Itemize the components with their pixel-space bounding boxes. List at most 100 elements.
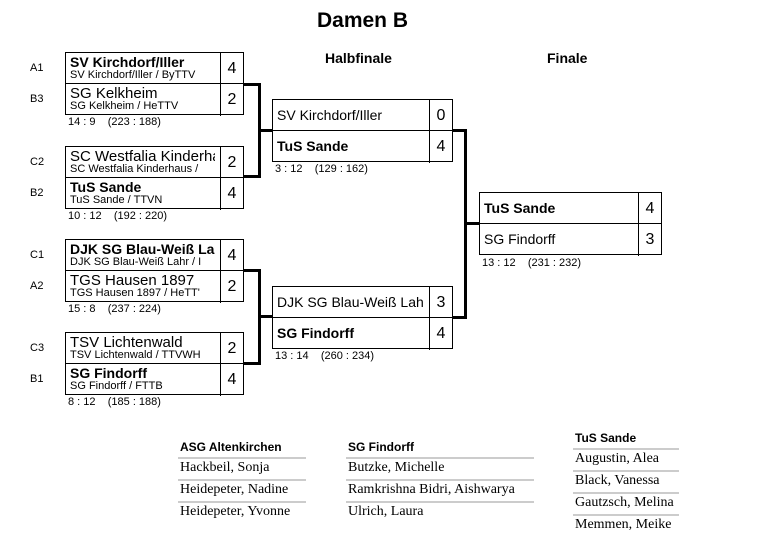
roster-player: Augustin, Alea bbox=[573, 450, 679, 472]
team-score: 3 bbox=[638, 224, 661, 256]
team-name: TSV Lichtenwald bbox=[70, 334, 183, 351]
team-name: DJK SG Blau-Weiß Lahr bbox=[277, 294, 424, 310]
team-score: 2 bbox=[220, 333, 243, 363]
team-association: TuS Sande / TTVN bbox=[70, 194, 163, 206]
team-association: SC Westfalia Kinderhaus / bbox=[70, 163, 199, 175]
team-row[interactable]: SG Findorff 3 bbox=[480, 224, 661, 256]
roster-team-name: TuS Sande bbox=[573, 431, 679, 450]
match-stats: 13 : 14 (260 : 234) bbox=[275, 350, 375, 362]
seed-label: B1 bbox=[30, 373, 44, 385]
connector bbox=[452, 316, 467, 319]
match-stats: 15 : 8 (237 : 224) bbox=[68, 303, 161, 315]
seed-label: C2 bbox=[30, 156, 45, 168]
team-name: DJK SG Blau-Weiß Lahr bbox=[70, 241, 215, 257]
page-title: Damen B bbox=[316, 9, 409, 32]
team-name: TuS Sande bbox=[484, 200, 556, 216]
team-score: 4 bbox=[220, 178, 243, 210]
team-row[interactable]: TuS Sande 4 bbox=[273, 131, 452, 163]
roster-player: Heidepeter, Yvonne bbox=[180, 504, 291, 519]
team-name: SG Findorff bbox=[277, 325, 354, 341]
team-name: TGS Hausen 1897 bbox=[70, 272, 195, 289]
team-name: SG Findorff bbox=[484, 231, 556, 247]
team-association: SV Kirchdorf/Iller / ByTTV bbox=[70, 69, 196, 81]
seed-label: A2 bbox=[30, 280, 44, 292]
roster-player: Butzke, Michelle bbox=[346, 459, 534, 481]
match-box: DJK SG Blau-Weiß Lahr 3 SG Findorff 4 bbox=[272, 286, 453, 350]
team-score: 2 bbox=[220, 147, 243, 177]
team-score: 3 bbox=[429, 287, 452, 317]
roster-player: Black, Vanessa bbox=[573, 472, 679, 494]
roster-player: Ulrich, Laura bbox=[348, 504, 424, 519]
match-box: SC Westfalia KinderhausSC Westfalia Kind… bbox=[65, 146, 244, 210]
seed-label: A1 bbox=[30, 62, 44, 74]
round-header-final: Finale bbox=[547, 50, 588, 66]
connector bbox=[258, 315, 272, 318]
roster-player: Memmen, Meike bbox=[575, 517, 672, 532]
team-association: SG Findorff / FTTB bbox=[70, 380, 163, 392]
roster-player: Gautzsch, Melina bbox=[573, 494, 679, 516]
team-score: 0 bbox=[429, 100, 452, 130]
team-row[interactable]: SG Findorff 4 bbox=[273, 318, 452, 350]
match-stats: 10 : 12 (192 : 220) bbox=[68, 210, 168, 222]
team-name: SV Kirchdorf/Iller bbox=[70, 54, 185, 70]
connector bbox=[464, 222, 479, 225]
seed-label: C1 bbox=[30, 249, 45, 261]
team-association: DJK SG Blau-Weiß Lahr / I bbox=[70, 256, 202, 268]
connector bbox=[243, 83, 261, 86]
team-name: SG Kelkheim bbox=[70, 85, 158, 102]
match-stats: 13 : 12 (231 : 232) bbox=[482, 257, 582, 269]
roster-player: Ramkrishna Bidri, Aishwarya bbox=[346, 481, 534, 503]
connector bbox=[243, 175, 261, 178]
connector bbox=[243, 362, 261, 365]
team-association: TGS Hausen 1897 / HeTT' bbox=[70, 287, 200, 299]
connector bbox=[258, 129, 272, 132]
team-name: SV Kirchdorf/Iller bbox=[277, 107, 383, 123]
connector bbox=[243, 269, 261, 272]
team-row[interactable]: DJK SG Blau-Weiß Lahr 3 bbox=[273, 287, 452, 318]
roster-team-name: ASG Altenkirchen bbox=[178, 440, 306, 459]
match-stats: 14 : 9 (223 : 188) bbox=[68, 116, 161, 128]
team-name: SG Findorff bbox=[70, 365, 147, 381]
match-stats: 8 : 12 (185 : 188) bbox=[68, 396, 161, 408]
team-score: 2 bbox=[220, 84, 243, 116]
team-name: SC Westfalia Kinderhaus bbox=[70, 148, 215, 165]
roster-player: Hackbeil, Sonja bbox=[178, 459, 306, 481]
team-row[interactable]: TuS Sande 4 bbox=[480, 193, 661, 224]
team-score: 4 bbox=[429, 318, 452, 350]
team-row[interactable]: SC Westfalia KinderhausSC Westfalia Kind… bbox=[66, 147, 243, 178]
seed-label: B3 bbox=[30, 93, 44, 105]
match-stats: 3 : 12 (129 : 162) bbox=[275, 163, 368, 175]
team-score: 4 bbox=[638, 193, 661, 223]
team-score: 4 bbox=[220, 53, 243, 83]
team-score: 4 bbox=[220, 240, 243, 270]
team-score: 2 bbox=[220, 271, 243, 303]
team-association: SG Kelkheim / HeTTV bbox=[70, 100, 179, 112]
seed-label: B2 bbox=[30, 187, 44, 199]
team-score: 4 bbox=[220, 364, 243, 396]
team-row[interactable]: SV Kirchdorf/Iller 0 bbox=[273, 100, 452, 131]
team-name: TuS Sande bbox=[70, 179, 142, 195]
match-box: TuS Sande 4 SG Findorff 3 bbox=[479, 192, 662, 256]
team-association: TSV Lichtenwald / TTVWH bbox=[70, 349, 201, 361]
team-score: 4 bbox=[429, 131, 452, 163]
connector bbox=[452, 129, 467, 132]
team-name: TuS Sande bbox=[277, 138, 349, 154]
roster-team-name: SG Findorff bbox=[346, 440, 534, 459]
seed-label: C3 bbox=[30, 342, 45, 354]
roster-player: Heidepeter, Nadine bbox=[178, 481, 306, 503]
round-header-semifinal: Halbfinale bbox=[325, 50, 392, 66]
